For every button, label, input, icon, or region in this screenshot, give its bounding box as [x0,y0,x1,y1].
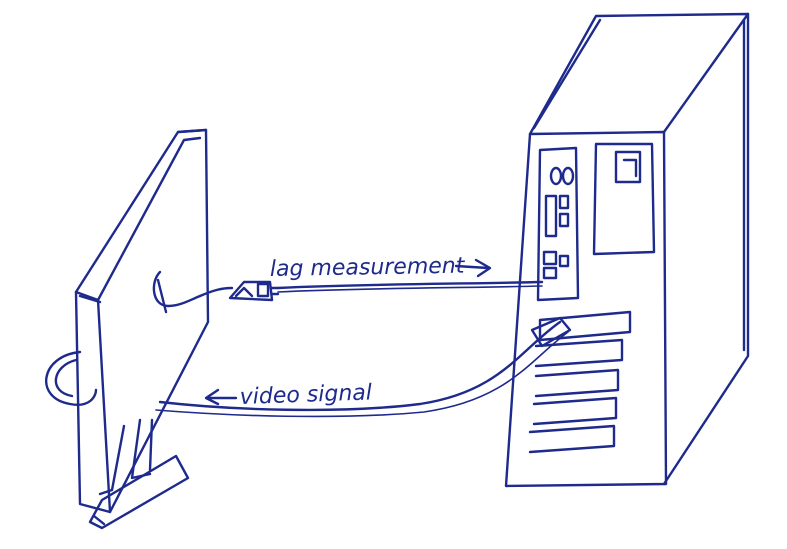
sensor-icon [230,282,278,300]
computer-tower-icon [506,14,748,486]
lag-measurement-label: lag measurement [270,254,466,282]
monitor-icon [46,130,208,528]
video-signal-label: video signal [239,380,372,410]
video-arrow-icon [206,390,236,404]
